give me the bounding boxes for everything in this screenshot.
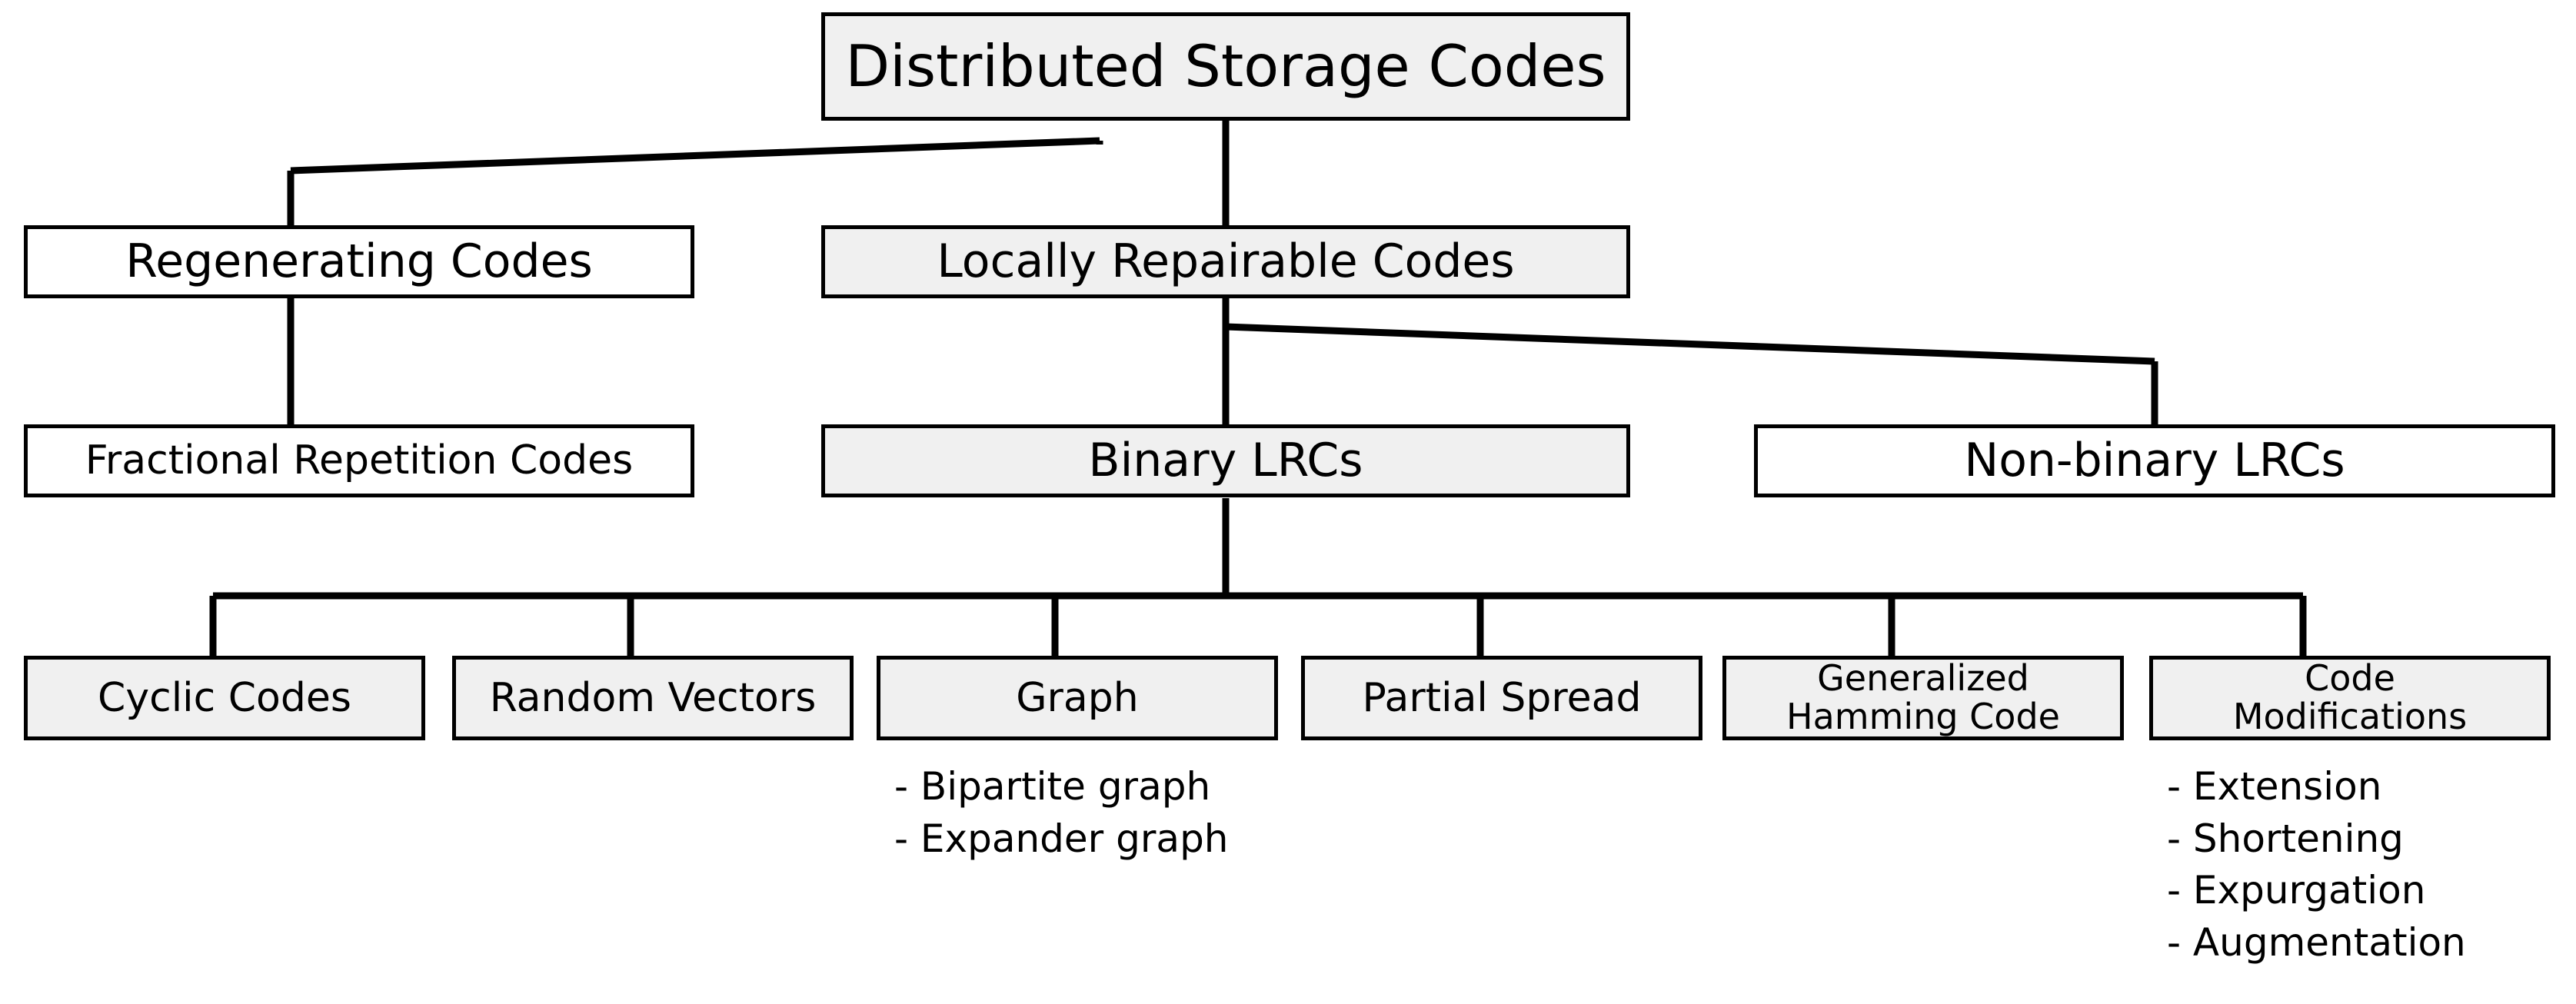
node-partial-spread[interactable]: Partial Spread [1301,656,1702,740]
node-code-modifications[interactable]: Code Modifications [2149,656,2551,740]
list-item: - Shortening [2167,816,2404,861]
sublist-code-modifications: - Extension - Shortening - Expurgation -… [2167,761,2466,969]
node-label: Binary LRCs [1088,434,1363,488]
list-item: - Expurgation [2167,868,2426,913]
node-label: Locally Repairable Codes [937,234,1515,289]
node-cyclic-codes[interactable]: Cyclic Codes [24,656,425,740]
sublist-graph: - Bipartite graph - Expander graph [894,761,1229,865]
node-label: Graph [1016,674,1139,721]
node-regenerating-codes[interactable]: Regenerating Codes [24,225,694,298]
list-item: - Bipartite graph [894,764,1211,809]
edge-root-to-regenerating-slant [290,137,1100,175]
list-item: - Augmentation [2167,919,2466,965]
node-label-line2: Hamming Code [1786,696,2060,737]
edge-lrc-to-nonbinary-slant [1225,323,2155,365]
node-label: Fractional Repetition Codes [85,437,634,484]
node-label: Non-binary LRCs [1964,434,2345,488]
node-generalized-hamming-code[interactable]: Generalized Hamming Code [1722,656,2124,740]
node-random-vectors[interactable]: Random Vectors [452,656,854,740]
node-graph[interactable]: Graph [877,656,1278,740]
node-label: Partial Spread [1362,674,1642,721]
node-binary-lrcs[interactable]: Binary LRCs [821,424,1630,497]
node-label-line1: Generalized [1817,657,2029,700]
list-item: - Expander graph [894,816,1229,861]
node-label: Distributed Storage Codes [845,32,1606,100]
list-item: - Extension [2167,764,2382,809]
node-non-binary-lrcs[interactable]: Non-binary LRCs [1754,424,2555,497]
node-label: Regenerating Codes [125,234,593,289]
node-label: Random Vectors [489,674,817,721]
node-fractional-repetition-codes[interactable]: Fractional Repetition Codes [24,424,694,497]
node-locally-repairable-codes[interactable]: Locally Repairable Codes [821,225,1630,298]
node-distributed-storage-codes[interactable]: Distributed Storage Codes [821,12,1630,121]
node-label-line1: Code [2305,657,2395,700]
node-label-line2: Modifications [2232,696,2468,737]
node-label: Cyclic Codes [98,674,351,721]
